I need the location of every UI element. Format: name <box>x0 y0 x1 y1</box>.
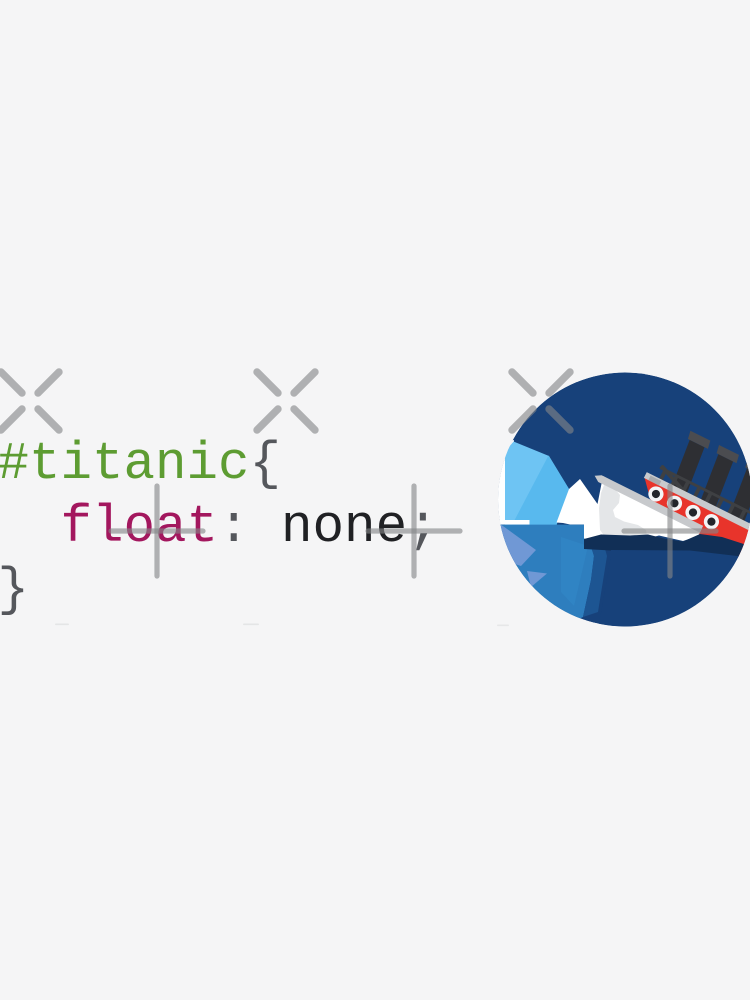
svg-text:float: none;: float: none; <box>61 497 439 557</box>
svg-text:#titanic{: #titanic{ <box>0 434 281 494</box>
svg-text:}: } <box>0 560 29 620</box>
